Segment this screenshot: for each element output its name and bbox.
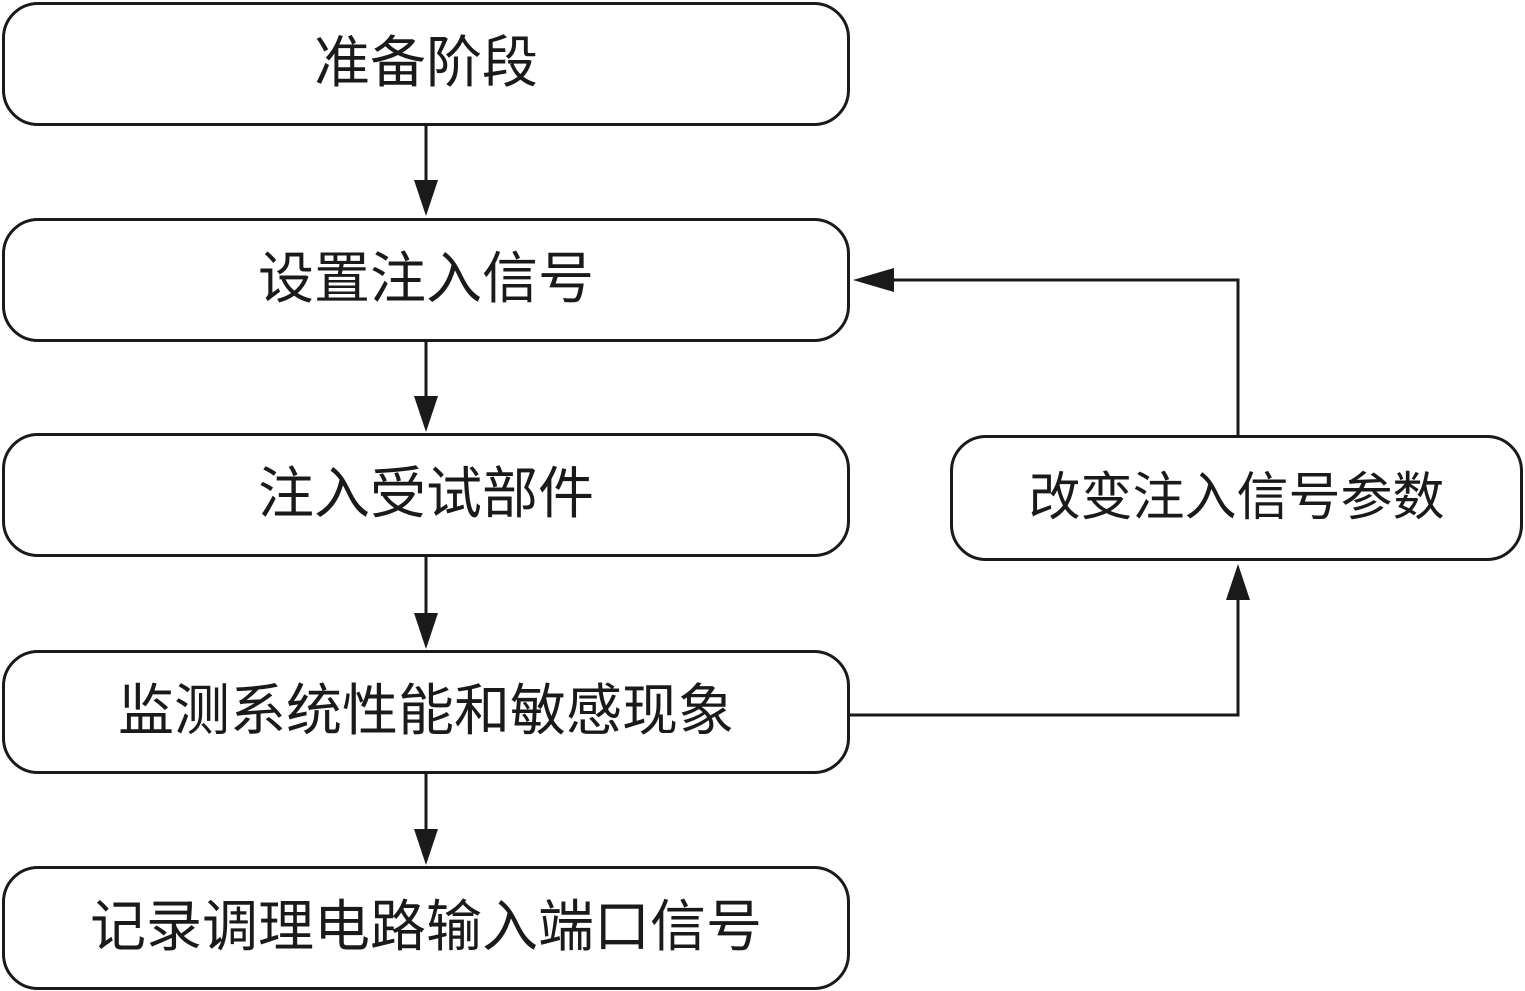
step-monitor-performance-label: 监测系统性能和敏感现象	[118, 679, 734, 744]
arrowhead-inject	[414, 396, 438, 432]
arrowhead-change	[1226, 564, 1250, 600]
arrowhead-set-feedback	[853, 268, 894, 292]
step-change-signal-parameters: 改变注入信号参数	[950, 435, 1523, 561]
arrow-monitor-to-change	[850, 596, 1240, 717]
arrow-change-to-set	[890, 278, 1240, 435]
step-inject-test-part-label: 注入受试部件	[258, 462, 594, 527]
step-inject-test-part: 注入受试部件	[2, 433, 850, 557]
step-record-input-signal: 记录调理电路输入端口信号	[2, 866, 850, 990]
step-prepare-label: 准备阶段	[314, 31, 538, 96]
step-monitor-performance: 监测系统性能和敏感现象	[2, 650, 850, 774]
step-change-signal-parameters-label: 改变注入信号参数	[1028, 468, 1445, 528]
arrowhead-set	[414, 180, 438, 216]
step-prepare: 准备阶段	[2, 2, 850, 126]
step-set-injection-signal: 设置注入信号	[2, 218, 850, 342]
arrowhead-monitor	[414, 613, 438, 649]
step-record-input-signal-label: 记录调理电路输入端口信号	[90, 895, 762, 960]
arrowhead-record	[414, 829, 438, 865]
step-set-injection-signal-label: 设置注入信号	[258, 247, 594, 312]
